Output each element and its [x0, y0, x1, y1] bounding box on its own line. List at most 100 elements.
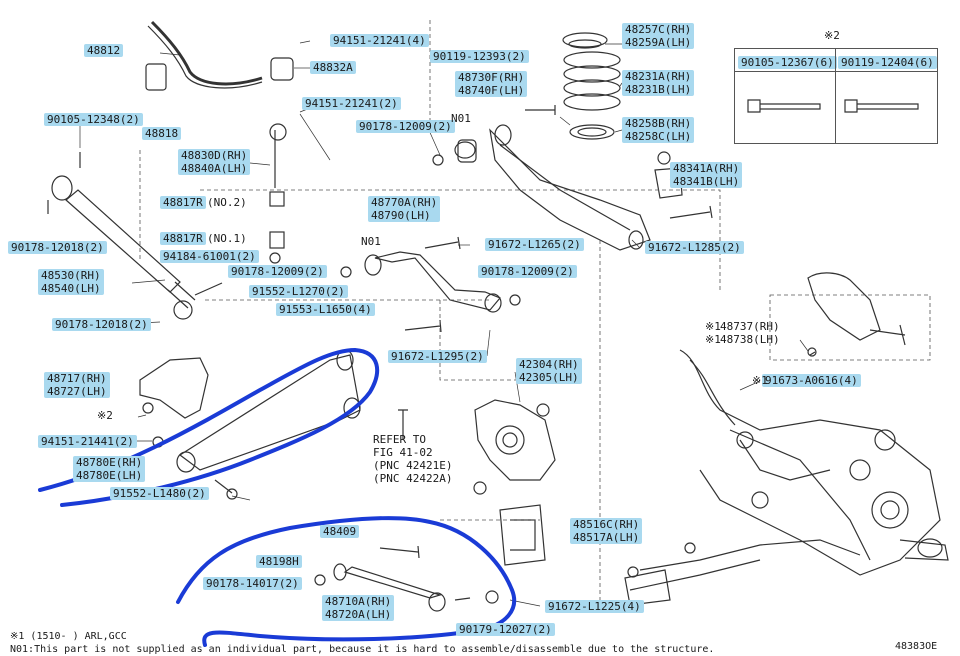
- part-number-text: 90105-12367(6): [741, 56, 834, 69]
- part-number-text: 48740F(LH): [458, 84, 525, 97]
- part-number-text: 48780E(RH): [76, 456, 143, 469]
- refer-line-4: (PNC 42422A): [373, 472, 453, 485]
- part-label-48717: 48717(RH)48727(LH): [44, 372, 110, 398]
- part-label-90179-12027: 90179-12027(2): [456, 623, 555, 636]
- part-label-48530: 48530(RH)48540(LH): [38, 269, 104, 295]
- part-label-94151-21241-2: 94151-21241(2): [302, 97, 401, 110]
- part-label-48409: 48409: [320, 525, 360, 538]
- part-number-text: 91672-L1265(2): [488, 238, 581, 251]
- part-number-text: 42304(RH): [519, 358, 579, 371]
- part-number-text: 48258B(RH): [625, 117, 692, 130]
- part-number-text: 48231A(RH): [625, 70, 692, 83]
- part-number-text: 90178-12009(2): [231, 265, 324, 278]
- part-number-text: 48730F(RH): [458, 71, 525, 84]
- part-label-48231a: 48231A(RH)48231B(LH): [622, 70, 695, 96]
- part-number-text: 42305(LH): [519, 371, 579, 384]
- part-label-90178-14017: 90178-14017(2): [203, 577, 302, 590]
- label-48738: 48738(LH): [720, 333, 780, 346]
- part-number-text: 90178-12018(2): [11, 241, 104, 254]
- part-number-text: 48727(LH): [47, 385, 107, 398]
- part-label-90119-12393: 90119-12393(2): [430, 50, 529, 63]
- part-label-48832a: 48832A: [310, 61, 356, 74]
- part-number-text: 48840A(LH): [181, 162, 248, 175]
- part-number-text: 48258C(LH): [625, 130, 692, 143]
- part-label-90178-12018-b: 90178-12018(2): [52, 318, 151, 331]
- part-label-48257c: 48257C(RH)48259A(LH): [622, 23, 695, 49]
- part-label-42304: 42304(RH)42305(LH): [516, 358, 582, 384]
- part-number-text: 48770A(RH): [371, 196, 438, 209]
- part-label-91672-l1295: 91672-L1295(2): [388, 350, 487, 363]
- part-number-text: 48720A(LH): [325, 608, 392, 621]
- refer-line-2: FIG 41-02: [373, 446, 433, 459]
- footnote-1: ※1 (1510- ) ARL,GCC: [10, 631, 127, 642]
- part-label-90105-12367: 90105-12367(6): [738, 56, 837, 69]
- part-label-91552-l1270: 91552-L1270(2): [249, 285, 348, 298]
- part-label-48730f: 48730F(RH)48740F(LH): [455, 71, 528, 97]
- part-number-text: 91552-L1480(2): [113, 487, 206, 500]
- part-number-text: 90105-12348(2): [47, 113, 140, 126]
- part-number-text: 48790(LH): [371, 209, 431, 222]
- part-number-text: 48259A(LH): [625, 36, 692, 49]
- part-number-text: 91552-L1270(2): [252, 285, 345, 298]
- part-number-text: 48710A(RH): [325, 595, 392, 608]
- part-number-text: 48817R: [163, 196, 203, 209]
- refer-line-1: REFER TO: [373, 433, 426, 446]
- part-label-91672-l1285: 91672-L1285(2): [645, 241, 744, 254]
- part-label-48710a: 48710A(RH)48720A(LH): [322, 595, 395, 621]
- part-label-94151-21241-4: 94151-21241(4): [330, 34, 429, 47]
- part-number-text: 48517A(LH): [573, 531, 640, 544]
- part-number-text: 90178-12009(2): [359, 120, 452, 133]
- part-number-text: 48516C(RH): [573, 518, 640, 531]
- part-number-text: 48830D(RH): [181, 149, 248, 162]
- note-1-marker-91673: ※1: [752, 374, 768, 387]
- part-number-text: 90178-12018(2): [55, 318, 148, 331]
- part-label-91552-l1480: 91552-L1480(2): [110, 487, 209, 500]
- part-label-90105-12348: 90105-12348(2): [44, 113, 143, 126]
- no2-text: (NO.2): [207, 196, 247, 209]
- part-number-text: 94151-21241(2): [305, 97, 398, 110]
- part-label-48830d: 48830D(RH)48840A(LH): [178, 149, 251, 175]
- part-number-text: 48530(RH): [41, 269, 101, 282]
- footnote-2: N01:This part is not supplied as an indi…: [10, 644, 715, 655]
- part-label-94151-21441: 94151-21441(2): [38, 435, 137, 448]
- part-label-91673-a0616: 91673-A0616(4): [762, 374, 861, 387]
- part-number-text: 91672-L1295(2): [391, 350, 484, 363]
- part-label-90178-12018-a: 90178-12018(2): [8, 241, 107, 254]
- part-label-48516c: 48516C(RH)48517A(LH): [570, 518, 643, 544]
- part-number-text: 94151-21241(4): [333, 34, 426, 47]
- part-number-text: 48341B(LH): [673, 175, 740, 188]
- note-1-marker-48737-b: ※1: [705, 333, 721, 346]
- part-number-text: 48812: [87, 44, 121, 57]
- n01-mark-b: N01: [361, 235, 381, 248]
- note-2-left-marker: ※2: [97, 409, 113, 422]
- part-number-text: 90179-12027(2): [459, 623, 552, 636]
- refer-line-3: (PNC 42421E): [373, 459, 453, 472]
- part-number-text: 48257C(RH): [625, 23, 692, 36]
- part-label-90178-12009-right: 90178-12009(2): [478, 265, 577, 278]
- part-label-94184-61001: 94184-61001(2): [160, 250, 259, 263]
- part-number-text: 48780E(LH): [76, 469, 143, 482]
- part-number-text: 94151-21441(2): [41, 435, 134, 448]
- part-label-91672-l1225: 91672-L1225(4): [545, 600, 644, 613]
- part-number-text: 91553-L1650(4): [279, 303, 372, 316]
- part-label-48818: 48818: [142, 127, 182, 140]
- n01-mark-a: N01: [451, 112, 471, 125]
- part-number-text: 91673-A0616(4): [765, 374, 858, 387]
- part-label-91553-l1650: 91553-L1650(4): [276, 303, 375, 316]
- part-label-48770a: 48770A(RH)48790(LH): [368, 196, 441, 222]
- part-label-48812: 48812: [84, 44, 124, 57]
- part-number-text: 48818: [145, 127, 179, 140]
- part-label-90178-12009-mid: 90178-12009(2): [228, 265, 327, 278]
- part-number-text: 90178-12009(2): [481, 265, 574, 278]
- part-label-91672-l1265: 91672-L1265(2): [485, 238, 584, 251]
- part-number-text: 48231B(LH): [625, 83, 692, 96]
- part-number-text: 48540(LH): [41, 282, 101, 295]
- part-label-48198h: 48198H: [256, 555, 302, 568]
- part-number-text: 48717(RH): [47, 372, 107, 385]
- part-label-48817r-no1: 48817R: [160, 232, 206, 245]
- part-number-text: 90119-12393(2): [433, 50, 526, 63]
- note-1-marker-48737: ※1: [705, 320, 721, 333]
- part-number-text: 91672-L1285(2): [648, 241, 741, 254]
